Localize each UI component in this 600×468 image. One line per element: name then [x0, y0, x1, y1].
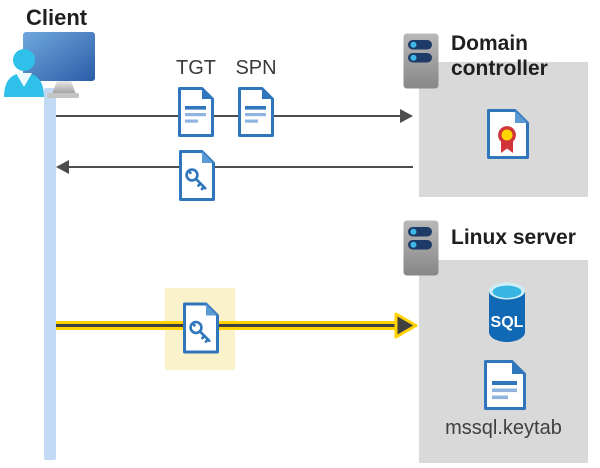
linux-server-label: Linux server: [451, 226, 576, 249]
keytab-key-document-icon: [183, 302, 219, 354]
client-lifeline: [44, 88, 56, 460]
request-arrow-line: [56, 115, 402, 117]
client-label: Client: [26, 5, 88, 30]
domain-controller-server-icon: [403, 33, 439, 89]
certificate-icon: [487, 109, 529, 159]
monitor-icon: [23, 32, 95, 98]
linux-server-icon: [403, 220, 439, 276]
auth-arrowhead-icon: [394, 312, 418, 339]
keytab-document-icon: [484, 360, 526, 410]
auth-arrow-core-line: [56, 324, 398, 327]
domain-controller-label: Domain controller: [451, 32, 548, 80]
client-computer-icon: [4, 32, 95, 98]
return-arrow-line: [67, 166, 413, 168]
ticket-key-document-icon: [179, 150, 215, 201]
spn-label: SPN: [235, 57, 277, 79]
keytab-filename-label: mssql.keytab: [445, 417, 562, 439]
user-icon: [4, 49, 44, 97]
sql-icon-label: SQL: [491, 314, 524, 331]
tgt-document-icon: [178, 87, 214, 137]
tgt-label: TGT: [176, 57, 216, 79]
request-arrowhead-icon: [400, 109, 413, 123]
spn-document-icon: [238, 87, 274, 137]
sql-database-icon: SQL: [489, 282, 525, 342]
return-arrowhead-icon: [56, 160, 69, 174]
